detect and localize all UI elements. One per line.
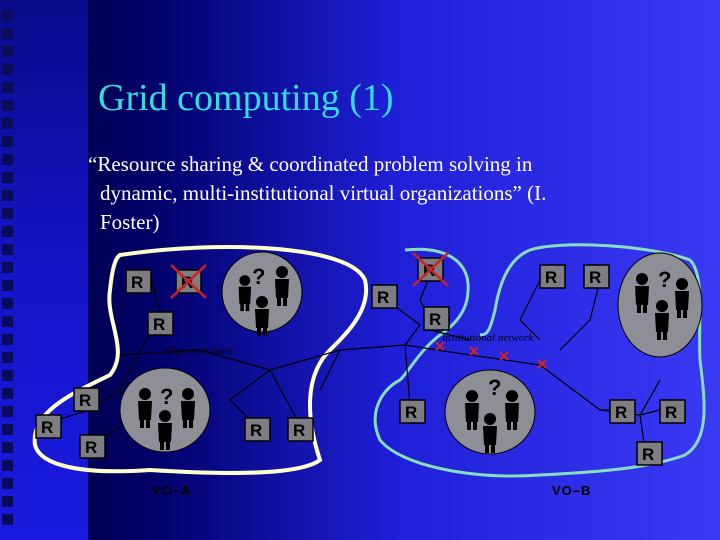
- decorative-square: [2, 370, 13, 381]
- decorative-square: [2, 460, 13, 471]
- left-decoration-band: [0, 0, 88, 540]
- resource-box: R: [399, 399, 426, 424]
- decorative-square: [2, 514, 13, 525]
- quote-line-2: dynamic, multi-institutional virtual org…: [100, 181, 547, 205]
- question-mark-icon: ?: [658, 267, 671, 292]
- svg-text:R: R: [642, 445, 654, 464]
- question-mark-icon: ?: [488, 375, 501, 400]
- question-mark-icon: ?: [252, 264, 265, 289]
- crossed-resource-icon: R: [170, 264, 207, 299]
- crossed-resource-icon: R: [412, 252, 449, 287]
- vo-a-outline: [32, 245, 369, 475]
- decorative-square: [2, 442, 13, 453]
- svg-text:R: R: [153, 315, 165, 334]
- svg-text:R: R: [589, 268, 601, 287]
- decorative-square: [2, 28, 13, 39]
- decorative-square: [2, 424, 13, 435]
- decorative-square: [2, 496, 13, 507]
- svg-text:R: R: [131, 273, 143, 292]
- network-lines: [39, 274, 661, 451]
- resource-box: R: [636, 441, 663, 466]
- svg-text:R: R: [79, 391, 91, 410]
- quote-text: “Resource sharing & coordinated problem …: [88, 150, 678, 237]
- decorative-square: [2, 208, 13, 219]
- institutional-network-label: institutional network: [442, 332, 534, 344]
- decorative-square: [2, 154, 13, 165]
- decorative-square: [2, 190, 13, 201]
- vo-b-outline: [373, 243, 706, 478]
- svg-text:R: R: [41, 418, 53, 437]
- grid-diagram: ? ? ? ? R R R R R R R R R R R R R R R R: [32, 243, 706, 498]
- question-mark-icon: ?: [160, 384, 173, 409]
- decorative-square: [2, 100, 13, 111]
- users-group-3: ?: [444, 369, 536, 455]
- resource-box: R: [371, 284, 398, 309]
- decorative-square: [2, 262, 13, 273]
- resource-box: R: [79, 434, 106, 459]
- decorative-square: [2, 226, 13, 237]
- resource-box: R: [35, 414, 62, 439]
- decorative-square: [2, 298, 13, 309]
- decorative-square: [2, 136, 13, 147]
- decorative-square: [2, 334, 13, 345]
- decorative-square: [2, 82, 13, 93]
- resource-box: R: [583, 264, 610, 289]
- decorative-square: [2, 280, 13, 291]
- resource-box: R: [659, 399, 686, 424]
- decorative-square: [2, 352, 13, 363]
- svg-text:R: R: [665, 403, 677, 422]
- svg-text:R: R: [545, 268, 557, 287]
- resource-box: R: [287, 417, 314, 442]
- svg-text:R: R: [377, 288, 389, 307]
- quote-line-1: “Resource sharing & coordinated problem …: [88, 152, 533, 176]
- resource-box: R: [609, 399, 636, 424]
- decorative-square: [2, 46, 13, 57]
- decorative-square-column: [2, 10, 24, 530]
- broken-link-marks: [435, 341, 547, 369]
- decorative-square: [2, 244, 13, 255]
- svg-text:R: R: [615, 403, 627, 422]
- svg-text:R: R: [85, 438, 97, 457]
- slide-title: Grid computing (1): [98, 77, 394, 119]
- users-group-2: ?: [119, 367, 211, 453]
- resource-box: R: [423, 306, 450, 331]
- decorative-square: [2, 172, 13, 183]
- resource-box: R: [125, 269, 152, 294]
- decorative-square: [2, 64, 13, 75]
- resource-box: R: [147, 311, 174, 336]
- svg-text:R: R: [250, 421, 262, 440]
- resource-box: R: [244, 417, 271, 442]
- quote-line-3: Foster): [100, 210, 160, 234]
- vo-b-label: VO–B: [552, 483, 591, 498]
- decorative-square: [2, 118, 13, 129]
- decorative-square: [2, 10, 13, 21]
- decorative-square: [2, 406, 13, 417]
- decorative-square: [2, 478, 13, 489]
- users-group-4: ?: [617, 252, 703, 358]
- dispersed-users-label: dispersed users: [165, 345, 233, 357]
- svg-text:R: R: [405, 403, 417, 422]
- svg-text:R: R: [293, 421, 305, 440]
- decorative-square: [2, 388, 13, 399]
- decorative-square: [2, 316, 13, 327]
- resource-box: R: [539, 264, 566, 289]
- svg-text:R: R: [429, 310, 441, 329]
- vo-a-label: VO–A: [152, 483, 191, 498]
- users-group-1: ?: [221, 251, 303, 336]
- resource-box: R: [73, 387, 100, 412]
